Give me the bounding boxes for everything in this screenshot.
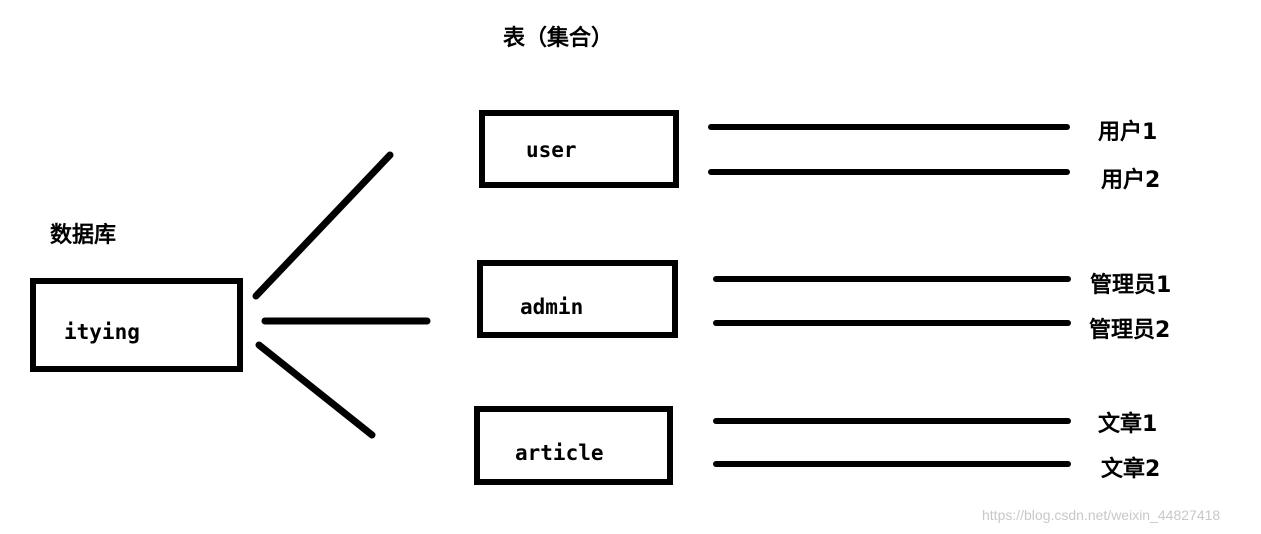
- connector-to-article: [255, 341, 376, 439]
- collection-name-article: article: [515, 441, 604, 465]
- document-line-user-1: [708, 124, 1070, 130]
- document-line-admin-2: [713, 320, 1071, 326]
- collections-title: 表（集合）: [503, 26, 614, 51]
- collection-box-article: [474, 406, 673, 485]
- collection-name-admin: admin: [520, 295, 584, 319]
- document-line-article-1: [713, 418, 1071, 424]
- database-name: itying: [64, 320, 140, 344]
- document-label-admin-1: 管理员1: [1090, 273, 1172, 298]
- document-label-admin-2: 管理员2: [1089, 318, 1171, 343]
- document-label-user-1: 用户1: [1098, 120, 1158, 145]
- document-label-article-1: 文章1: [1098, 412, 1158, 437]
- document-line-admin-1: [713, 276, 1071, 282]
- watermark: https://blog.csdn.net/weixin_44827418: [982, 507, 1221, 523]
- document-line-article-2: [713, 461, 1071, 467]
- document-label-user-2: 用户2: [1101, 168, 1161, 193]
- database-box: [30, 278, 243, 372]
- document-line-user-2: [708, 169, 1070, 175]
- document-label-article-2: 文章2: [1101, 457, 1161, 482]
- database-heading: 数据库: [50, 223, 117, 248]
- connector-to-user: [252, 151, 394, 300]
- collection-box-admin: [477, 260, 678, 338]
- collection-name-user: user: [526, 138, 577, 162]
- collection-box-user: [479, 110, 679, 188]
